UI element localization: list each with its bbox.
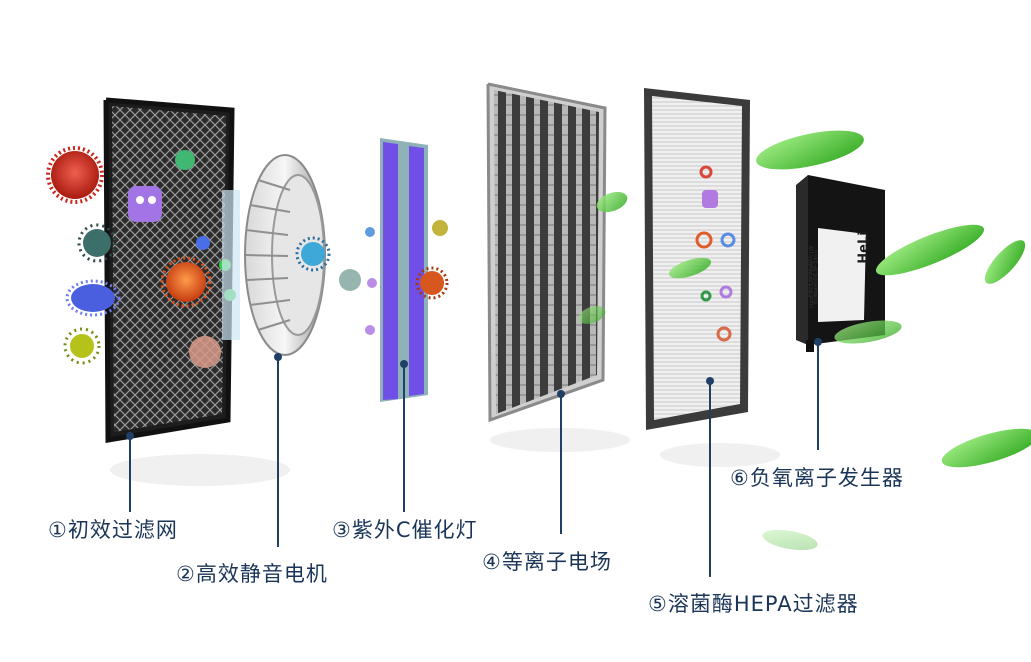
callout-line-1 bbox=[129, 436, 131, 512]
callout-line-3 bbox=[403, 364, 405, 512]
plasma-electric-field bbox=[486, 82, 607, 423]
leaf-decorations bbox=[578, 130, 1031, 551]
drop-shadows bbox=[110, 428, 780, 486]
germ-particles bbox=[46, 146, 236, 368]
label-hepa-filter: ⑤溶菌酶HEPA过滤器 bbox=[648, 592, 859, 616]
uv-c-lamp bbox=[339, 138, 449, 402]
silent-motor-fan bbox=[222, 154, 331, 356]
label-ion-generator: ⑥负氧离子发生器 bbox=[730, 466, 904, 490]
label-silent-motor: ②高效静音电机 bbox=[176, 562, 328, 586]
device-spec-line-4: Output:DC-7.0~7.0kV bbox=[813, 249, 820, 305]
callout-line-2 bbox=[277, 357, 279, 547]
callout-line-5 bbox=[709, 381, 711, 577]
negative-ion-generator bbox=[796, 175, 885, 352]
callout-line-6 bbox=[817, 342, 819, 450]
label-primary-filter: ①初效过滤网 bbox=[48, 518, 178, 542]
callout-line-4 bbox=[560, 394, 562, 534]
label-plasma-field: ④等离子电场 bbox=[482, 550, 612, 574]
primary-filter-mesh bbox=[103, 97, 235, 443]
device-brand: HeLi bbox=[856, 231, 872, 264]
label-uv-c-lamp: ③紫外C催化灯 bbox=[332, 518, 478, 542]
